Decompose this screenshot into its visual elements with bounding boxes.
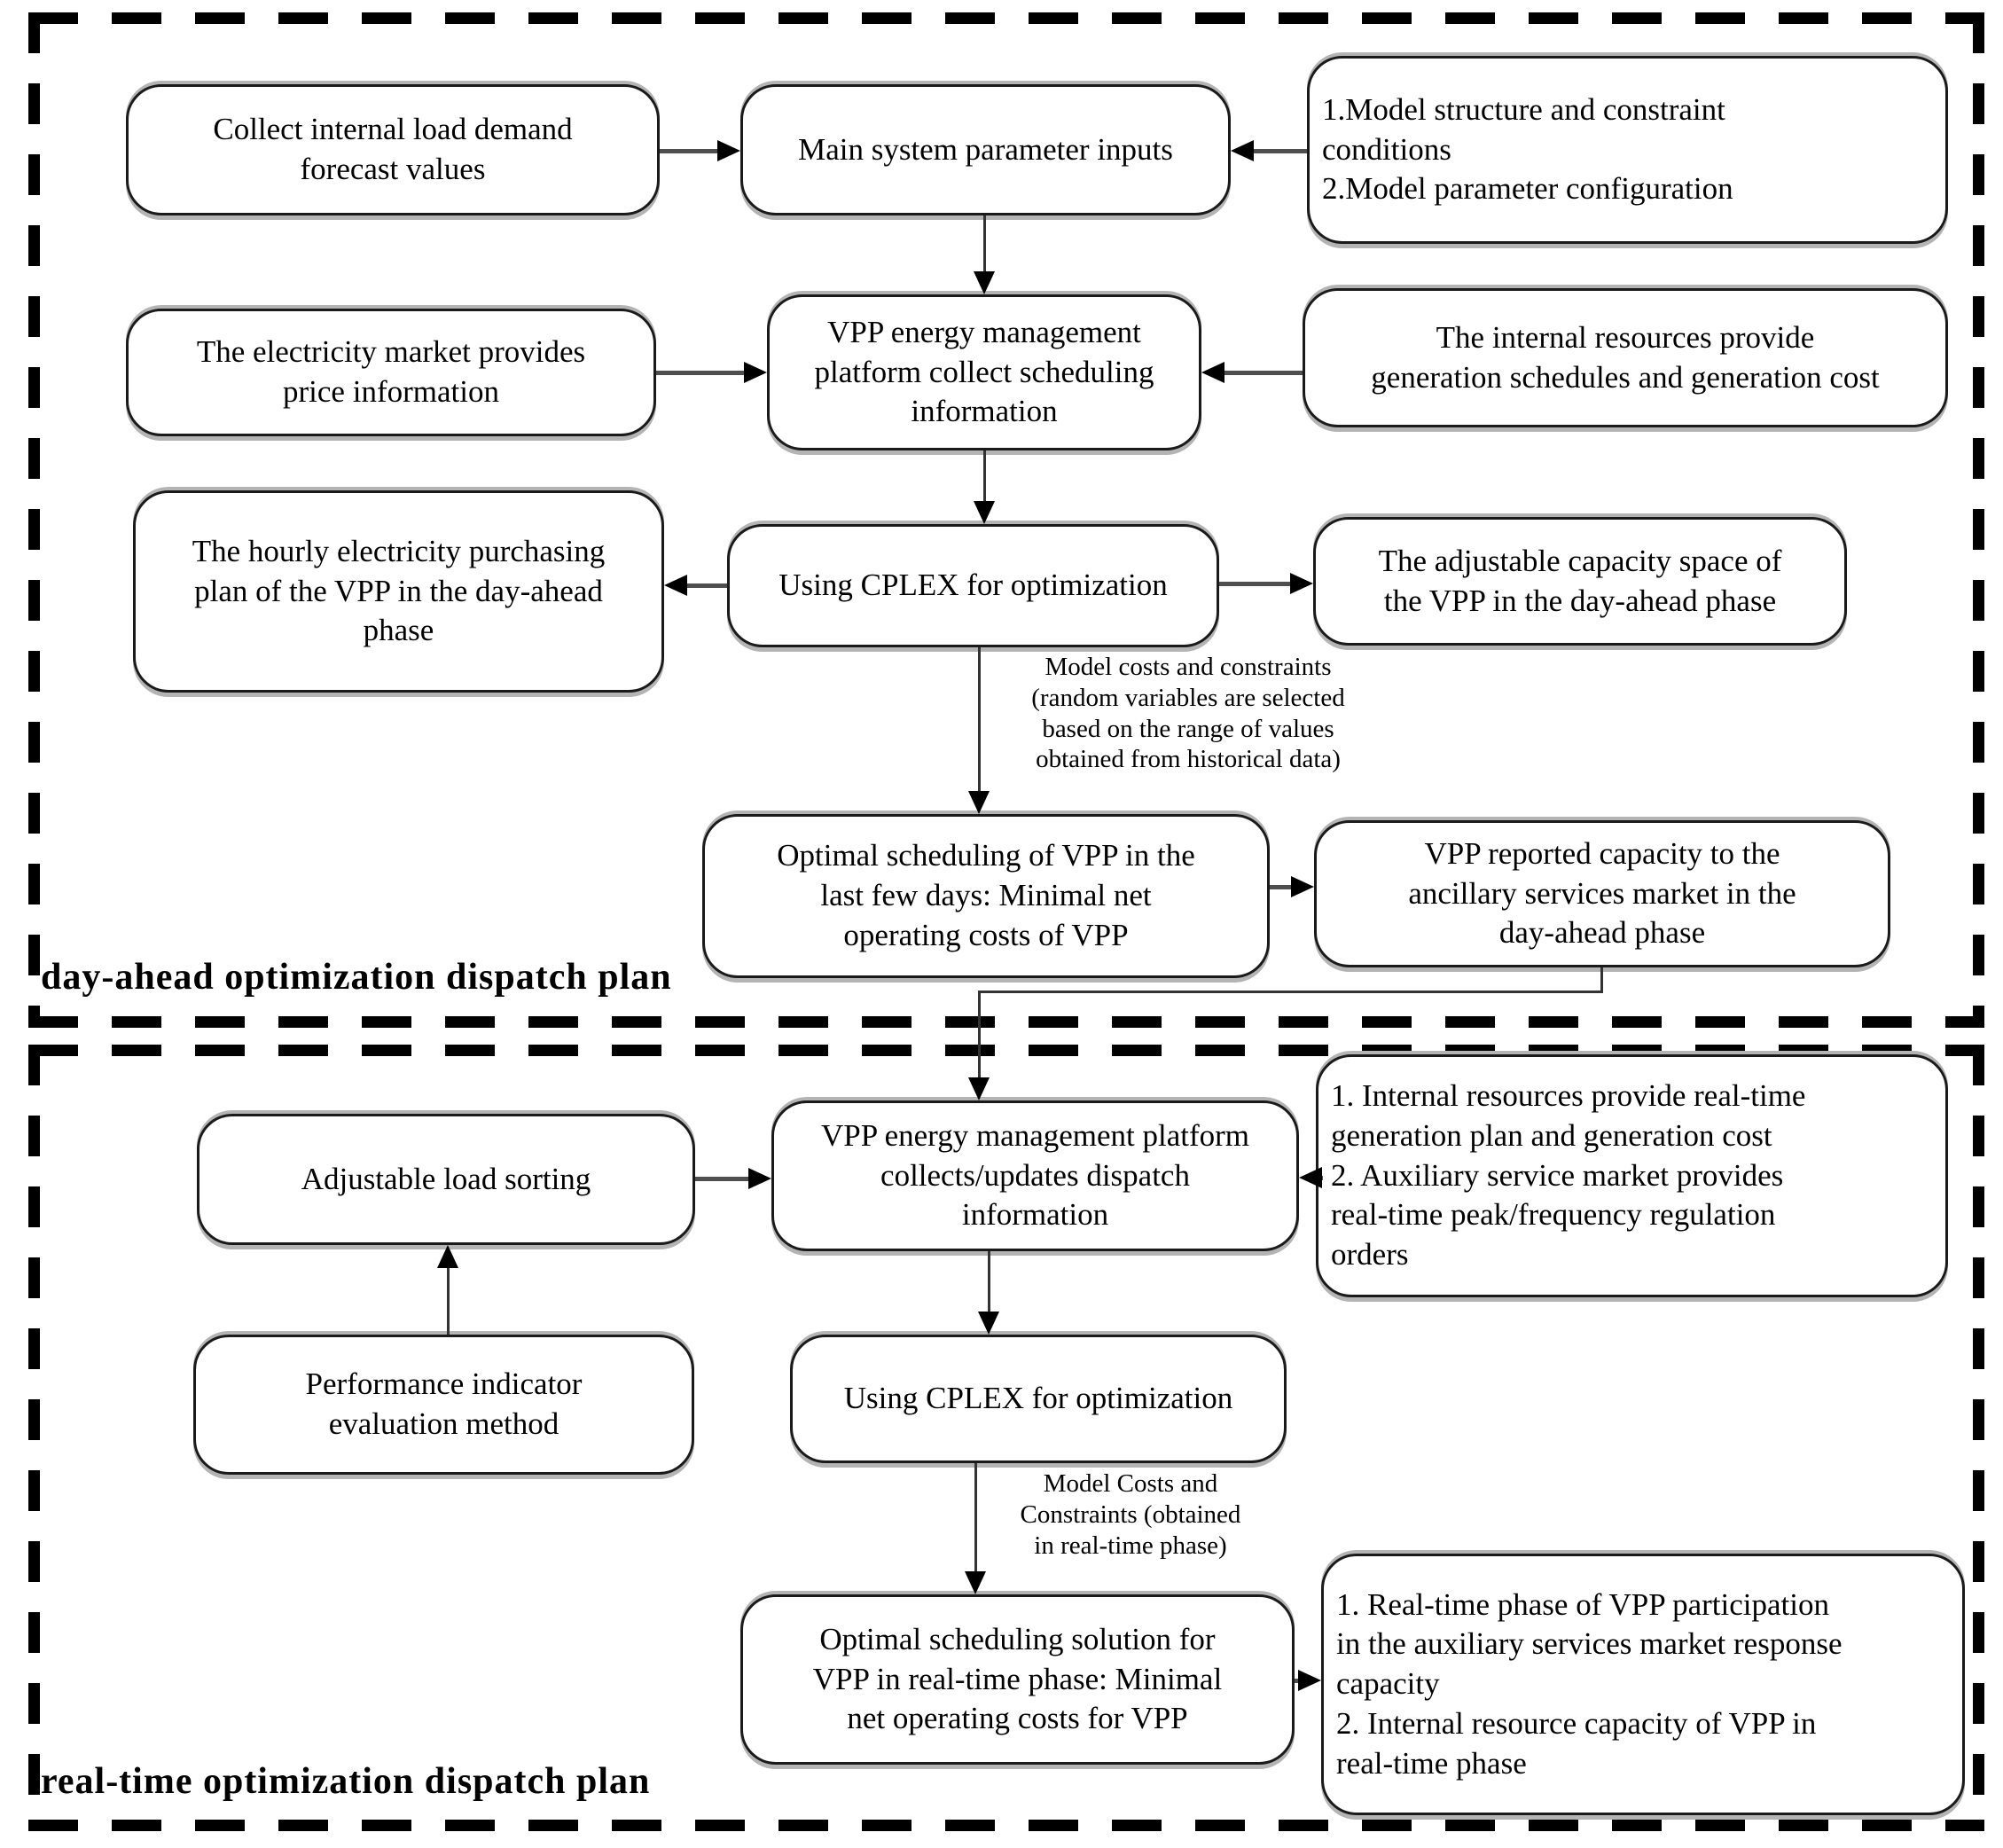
node-model-structure-config: 1.Model structure and constraint conditi… xyxy=(1307,56,1948,244)
arrow-resources-to-platform-head xyxy=(1201,362,1224,383)
arrow-rt-inputs-to-platform-head xyxy=(1299,1167,1322,1188)
arrow-indicator-to-sorting-head xyxy=(437,1245,458,1268)
node-optimal-scheduling-day-ahead: Optimal scheduling of VPP in the last fe… xyxy=(702,814,1270,978)
arrow-structure-to-params-shaft xyxy=(1252,149,1307,153)
real-time-frame-top xyxy=(28,1045,1984,1056)
real-time-frame-bottom xyxy=(28,1820,1984,1831)
node-performance-indicator: Performance indicator evaluation method xyxy=(193,1335,694,1475)
real-time-section-label: real-time optimization dispatch plan xyxy=(41,1761,651,1802)
connector-reported-to-rt-platform-v2 xyxy=(978,991,981,1079)
real-time-frame-right xyxy=(1973,1045,1984,1831)
day-ahead-section-label: day-ahead optimization dispatch plan xyxy=(41,957,672,998)
arrow-platform-to-cplex-rt-shaft xyxy=(988,1251,990,1313)
day-ahead-frame-left xyxy=(28,12,40,1028)
node-vpp-platform-day-ahead: VPP energy management platform collect s… xyxy=(767,294,1201,450)
day-ahead-frame-right xyxy=(1973,12,1984,1028)
arrow-cplex-to-capacity-head xyxy=(1290,573,1313,594)
node-vpp-reported-capacity: VPP reported capacity to the ancillary s… xyxy=(1314,820,1890,967)
node-adjustable-capacity-space: The adjustable capacity space of the VPP… xyxy=(1313,517,1847,646)
node-electricity-market-price: The electricity market provides price in… xyxy=(126,309,656,436)
node-collect-load-forecast: Collect internal load demand forecast va… xyxy=(126,84,660,215)
connector-reported-to-rt-platform-head xyxy=(968,1077,990,1100)
arrow-market-to-platform-shaft xyxy=(656,371,750,375)
arrow-indicator-to-sorting-shaft xyxy=(447,1266,450,1335)
arrow-cplex-to-optimal-rt-shaft xyxy=(974,1463,977,1573)
connector-reported-to-rt-platform-v1 xyxy=(1600,967,1603,993)
arrow-platform-to-cplex-da-head xyxy=(974,501,995,524)
day-ahead-frame-bottom xyxy=(28,1016,1984,1028)
arrow-forecast-to-params-head xyxy=(717,140,740,161)
node-adjustable-load-sorting: Adjustable load sorting xyxy=(197,1114,695,1245)
arrow-platform-to-cplex-rt-head xyxy=(978,1312,999,1335)
arrow-cplex-to-capacity-shaft xyxy=(1219,582,1292,586)
arrow-optimal-to-reported-shaft xyxy=(1270,885,1293,889)
arrow-params-to-platform-shaft xyxy=(983,215,986,271)
arrow-cplex-to-optimal-da-head xyxy=(968,791,990,814)
arrow-cplex-to-hourly-head xyxy=(664,575,687,596)
arrow-structure-to-params-head xyxy=(1231,140,1254,161)
arrow-cplex-to-hourly-shaft xyxy=(685,583,727,588)
node-internal-resources-schedules: The internal resources provide generatio… xyxy=(1303,288,1948,427)
annotation-model-costs-real-time: Model Costs and Constraints (obtained in… xyxy=(1020,1469,1241,1560)
node-real-time-outputs: 1. Real-time phase of VPP participation … xyxy=(1321,1554,1965,1815)
arrow-sorting-to-platform-head xyxy=(748,1168,771,1189)
arrow-optimal-rt-to-outputs-head xyxy=(1298,1670,1321,1691)
node-optimal-scheduling-real-time: Optimal scheduling solution for VPP in r… xyxy=(740,1594,1295,1765)
day-ahead-frame-top xyxy=(28,12,1984,24)
real-time-frame-left xyxy=(28,1045,40,1831)
arrow-sorting-to-platform-shaft xyxy=(695,1177,750,1181)
arrow-platform-to-cplex-da-shaft xyxy=(983,450,986,504)
arrow-params-to-platform-head xyxy=(974,271,995,294)
arrow-optimal-to-reported-head xyxy=(1291,876,1314,897)
node-cplex-real-time: Using CPLEX for optimization xyxy=(790,1335,1287,1463)
connector-reported-to-rt-platform-h xyxy=(978,991,1603,993)
annotation-model-costs-day-ahead: Model costs and constraints (random vari… xyxy=(1031,653,1345,774)
node-main-parameter-inputs: Main system parameter inputs xyxy=(740,84,1231,215)
node-real-time-inputs: 1. Internal resources provide real-time … xyxy=(1316,1054,1948,1297)
node-cplex-day-ahead: Using CPLEX for optimization xyxy=(727,524,1219,647)
node-vpp-platform-real-time: VPP energy management platform collects/… xyxy=(771,1100,1299,1251)
arrow-cplex-to-optimal-da-shaft xyxy=(978,647,981,793)
arrow-forecast-to-params-shaft xyxy=(660,149,719,153)
arrow-market-to-platform-head xyxy=(744,362,767,383)
arrow-cplex-to-optimal-rt-head xyxy=(965,1571,986,1594)
arrow-resources-to-platform-shaft xyxy=(1223,371,1303,375)
node-hourly-purchasing-plan: The hourly electricity purchasing plan o… xyxy=(133,490,664,693)
